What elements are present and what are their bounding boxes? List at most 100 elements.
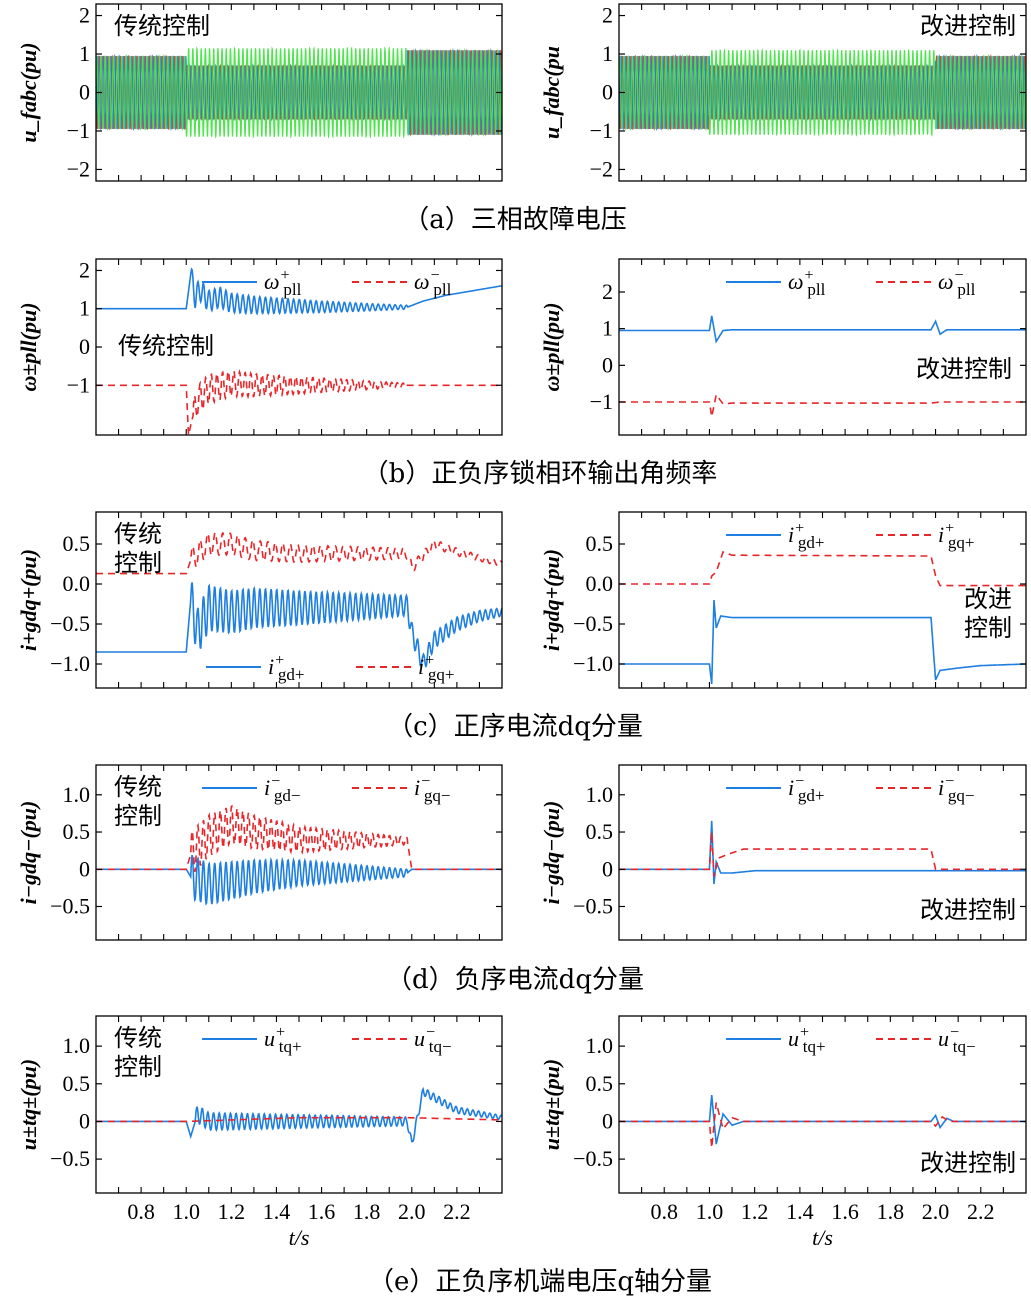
y-axis-label: u±tq±(pu) xyxy=(539,1059,564,1150)
y-tick-label: 0 xyxy=(602,1108,613,1133)
y-tick-label: −0.5 xyxy=(573,893,613,918)
legend-text: ω−pll xyxy=(414,267,452,299)
y-tick-label: 0 xyxy=(602,856,613,881)
panel-a-left: 210−1−2u_fabc(pu)传统控制 xyxy=(16,3,503,182)
annotation: 传统控制 xyxy=(118,332,214,360)
caption-c: （c）正序电流dq分量 xyxy=(387,712,643,742)
caption-d: （d）负序电流dq分量 xyxy=(386,965,644,995)
x-axis-label: t/s xyxy=(289,1225,310,1250)
y-axis-label: i+gdq+(pu) xyxy=(539,549,564,651)
y-tick-label: 2 xyxy=(79,257,90,282)
y-axis-label: i+gdq+(pu) xyxy=(16,549,41,651)
legend-text: u+tq+ xyxy=(788,1024,826,1056)
annotation: 控制 xyxy=(964,614,1012,642)
y-tick-label: 0.5 xyxy=(63,819,91,844)
x-tick-label: 2.2 xyxy=(443,1199,471,1224)
series-u+tq+ xyxy=(619,1095,1026,1145)
trace xyxy=(619,48,1026,137)
y-tick-label: 0.5 xyxy=(63,531,91,556)
series-i+gq+ xyxy=(619,550,1026,587)
captions: （a）三相故障电压 （b）正负序锁相环输出角频率 （c）正序电流dq分量 （d）… xyxy=(363,205,718,1297)
trace xyxy=(96,1116,502,1123)
y-tick-label: 0 xyxy=(79,1108,90,1133)
annotation: 传统 xyxy=(114,773,162,801)
y-tick-label: 0.0 xyxy=(63,571,91,596)
series-u−tq− xyxy=(96,1116,502,1123)
x-tick-label: 1.0 xyxy=(696,1199,724,1224)
series-ω+pll xyxy=(619,315,1026,344)
series-i+gd+ xyxy=(619,599,1026,685)
plot-area xyxy=(96,531,502,669)
annotation: 传统 xyxy=(114,1024,162,1052)
y-tick-label: 2 xyxy=(602,279,613,304)
y-tick-label: 0 xyxy=(79,334,90,359)
y-tick-label: 2 xyxy=(79,3,90,28)
x-tick-label: 1.2 xyxy=(741,1199,769,1224)
series-phase-2 xyxy=(619,48,1026,137)
y-tick-label: −2 xyxy=(590,156,613,181)
series-i−gq− xyxy=(619,831,1026,877)
x-tick-label: 1.8 xyxy=(877,1199,905,1224)
y-tick-label: 0.0 xyxy=(586,571,614,596)
series-i+gq+ xyxy=(96,531,502,575)
annotation: 传统控制 xyxy=(114,12,210,40)
legend-text: u−tq− xyxy=(414,1024,452,1056)
y-axis-label: i−gdq−(pu) xyxy=(539,801,564,905)
series-ω+pll xyxy=(96,267,502,316)
annotation: 改进控制 xyxy=(920,896,1016,924)
legend-text: u−tq− xyxy=(938,1024,976,1056)
x-tick-label: 0.8 xyxy=(127,1199,155,1224)
x-tick-label: 0.8 xyxy=(650,1199,678,1224)
y-tick-label: −0.5 xyxy=(50,611,90,636)
trace xyxy=(619,550,1026,587)
annotation: 传统 xyxy=(114,520,162,548)
y-tick-label: −0.5 xyxy=(50,893,90,918)
legend-text: u+tq+ xyxy=(264,1024,302,1056)
y-tick-label: −1 xyxy=(590,118,613,143)
y-tick-label: 1 xyxy=(602,316,613,341)
trace xyxy=(619,53,1026,132)
y-tick-label: 0.5 xyxy=(586,819,614,844)
caption-a: （a）三相故障电压 xyxy=(403,205,627,235)
series-i−gd− xyxy=(96,854,502,906)
y-tick-label: 0 xyxy=(79,80,90,105)
y-tick-label: 1.0 xyxy=(63,782,91,807)
series-ω−pll xyxy=(619,392,1026,417)
legend-text: i+gq+ xyxy=(938,520,975,552)
legend-text: i−gq− xyxy=(938,773,975,805)
annotation: 改进控制 xyxy=(916,355,1012,383)
series-phase-1 xyxy=(96,48,502,137)
x-tick-label: 1.8 xyxy=(353,1199,381,1224)
plot-area xyxy=(96,1086,502,1143)
y-tick-label: 0 xyxy=(602,80,613,105)
trace xyxy=(96,1086,502,1143)
trace xyxy=(96,267,502,316)
trace xyxy=(619,599,1026,685)
x-tick-label: 2.0 xyxy=(922,1199,950,1224)
x-tick-label: 1.0 xyxy=(172,1199,200,1224)
trace xyxy=(96,854,502,906)
x-tick-label: 1.6 xyxy=(308,1199,336,1224)
annotation: 改进控制 xyxy=(920,1149,1016,1177)
y-axis-label: ω±pll(pu) xyxy=(16,302,41,391)
x-axis-label: t/s xyxy=(812,1225,833,1250)
trace xyxy=(96,531,502,575)
plot-area xyxy=(619,1095,1026,1148)
y-axis-label: i−gdq−(pu) xyxy=(16,801,41,905)
trace xyxy=(96,46,502,139)
x-tick-label: 1.6 xyxy=(831,1199,859,1224)
legend-text: i−gd+ xyxy=(788,773,825,805)
y-tick-label: 2 xyxy=(602,3,613,28)
y-tick-label: 1.0 xyxy=(586,782,614,807)
trace xyxy=(619,1095,1026,1145)
series-i−gd+ xyxy=(619,820,1026,885)
y-tick-label: −1 xyxy=(67,118,90,143)
x-tick-label: 2.0 xyxy=(398,1199,426,1224)
y-tick-label: 0 xyxy=(79,856,90,881)
series-ω−pll xyxy=(96,368,502,435)
